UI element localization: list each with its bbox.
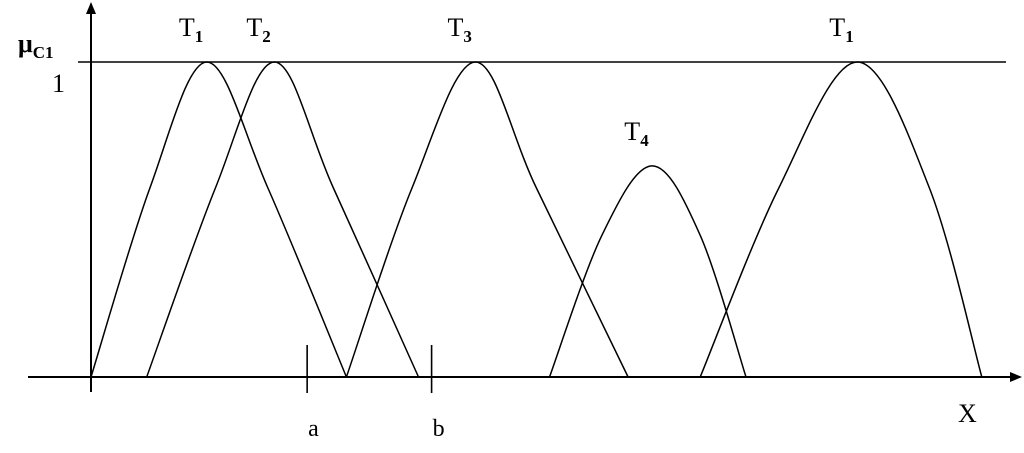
membership-curve-2	[145, 61, 420, 378]
y-axis-label: μC1	[18, 29, 54, 62]
membership-curve-3	[345, 61, 629, 378]
y-axis-symbol: μ	[18, 29, 33, 58]
x-axis-label: X	[958, 399, 977, 428]
term-subscript: 1	[195, 27, 204, 46]
term-name: T	[829, 13, 845, 42]
membership-curve-5	[699, 61, 983, 378]
marker-label-b: b	[433, 416, 445, 442]
membership-curves	[90, 61, 983, 378]
y-max-label: 1	[52, 69, 65, 98]
term-name: T	[246, 13, 262, 42]
term-subscript: 3	[463, 27, 472, 46]
term-label-5: T1	[829, 13, 853, 46]
term-label-3: T3	[448, 13, 472, 46]
marker-label-a: a	[308, 416, 319, 442]
term-label-1: T1	[179, 13, 203, 46]
term-label-2: T2	[246, 13, 270, 46]
term-name: T	[179, 13, 195, 42]
term-name: T	[624, 117, 640, 146]
y-axis-subscript: C1	[33, 43, 54, 62]
term-name: T	[448, 13, 464, 42]
membership-curve-1	[90, 61, 348, 378]
term-subscript: 2	[262, 27, 271, 46]
membership-curve-4	[548, 165, 747, 378]
term-subscript: 4	[640, 131, 649, 150]
term-label-4: T4	[624, 117, 649, 150]
term-subscript: 1	[845, 27, 854, 46]
